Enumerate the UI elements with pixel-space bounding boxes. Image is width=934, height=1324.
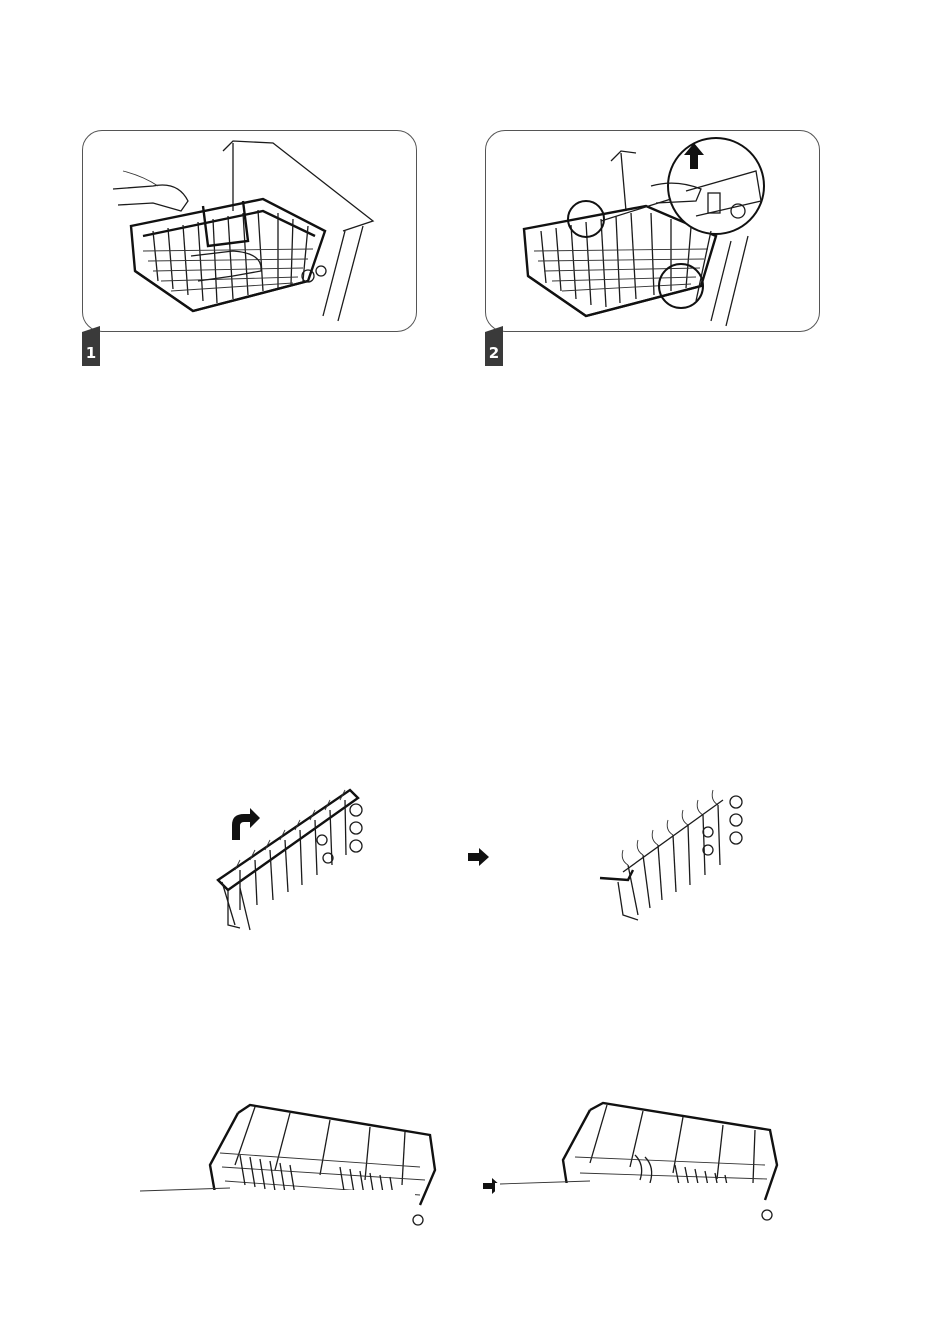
step-2-panel <box>485 130 820 332</box>
remove-upper-basket-illustration <box>83 131 416 331</box>
lower-basket-after <box>495 1095 785 1245</box>
fold-rack-after <box>598 770 758 940</box>
right-arrow-icon <box>468 848 490 866</box>
lower-basket-before <box>140 1095 445 1245</box>
step-1-panel <box>82 130 417 332</box>
lift-basket-rail-clip-illustration <box>486 131 819 331</box>
step-1-number: 1 <box>82 332 100 366</box>
curved-arrow-icon <box>232 808 260 840</box>
fold-rack-before <box>210 770 380 940</box>
step-2-number: 2 <box>485 332 503 366</box>
